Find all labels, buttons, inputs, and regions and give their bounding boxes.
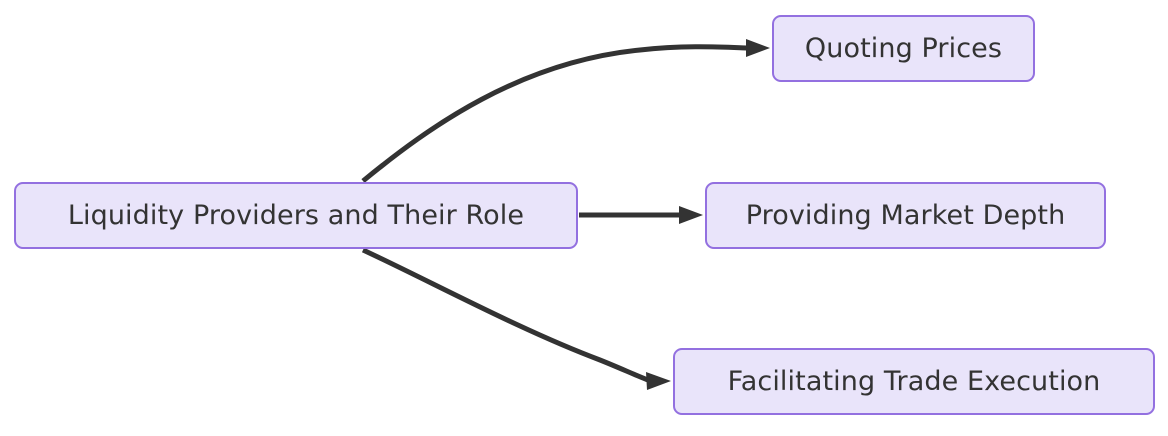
node-quoting-prices[interactable]: Quoting Prices: [772, 15, 1035, 82]
node-providing-market-depth[interactable]: Providing Market Depth: [705, 182, 1106, 249]
edge-root-quoting-arrow-head-icon: [746, 39, 770, 57]
edge-root-depth: [579, 206, 703, 224]
node-label: Liquidity Providers and Their Role: [67, 200, 525, 231]
node-label: Facilitating Trade Execution: [727, 366, 1101, 397]
edge-root-quoting-path: [361, 44, 749, 183]
node-label: Providing Market Depth: [745, 200, 1066, 231]
edge-root-execution: [361, 247, 671, 390]
edge-root-execution-path: [361, 247, 649, 383]
edge-root-execution-arrow-head-icon: [646, 372, 671, 390]
edge-root-depth-arrow-head-icon: [679, 206, 703, 224]
node-liquidity-providers-and-their-role[interactable]: Liquidity Providers and Their Role: [14, 182, 578, 249]
edge-root-quoting: [361, 39, 770, 183]
node-label: Quoting Prices: [804, 33, 1003, 64]
node-facilitating-trade-execution[interactable]: Facilitating Trade Execution: [673, 348, 1155, 415]
